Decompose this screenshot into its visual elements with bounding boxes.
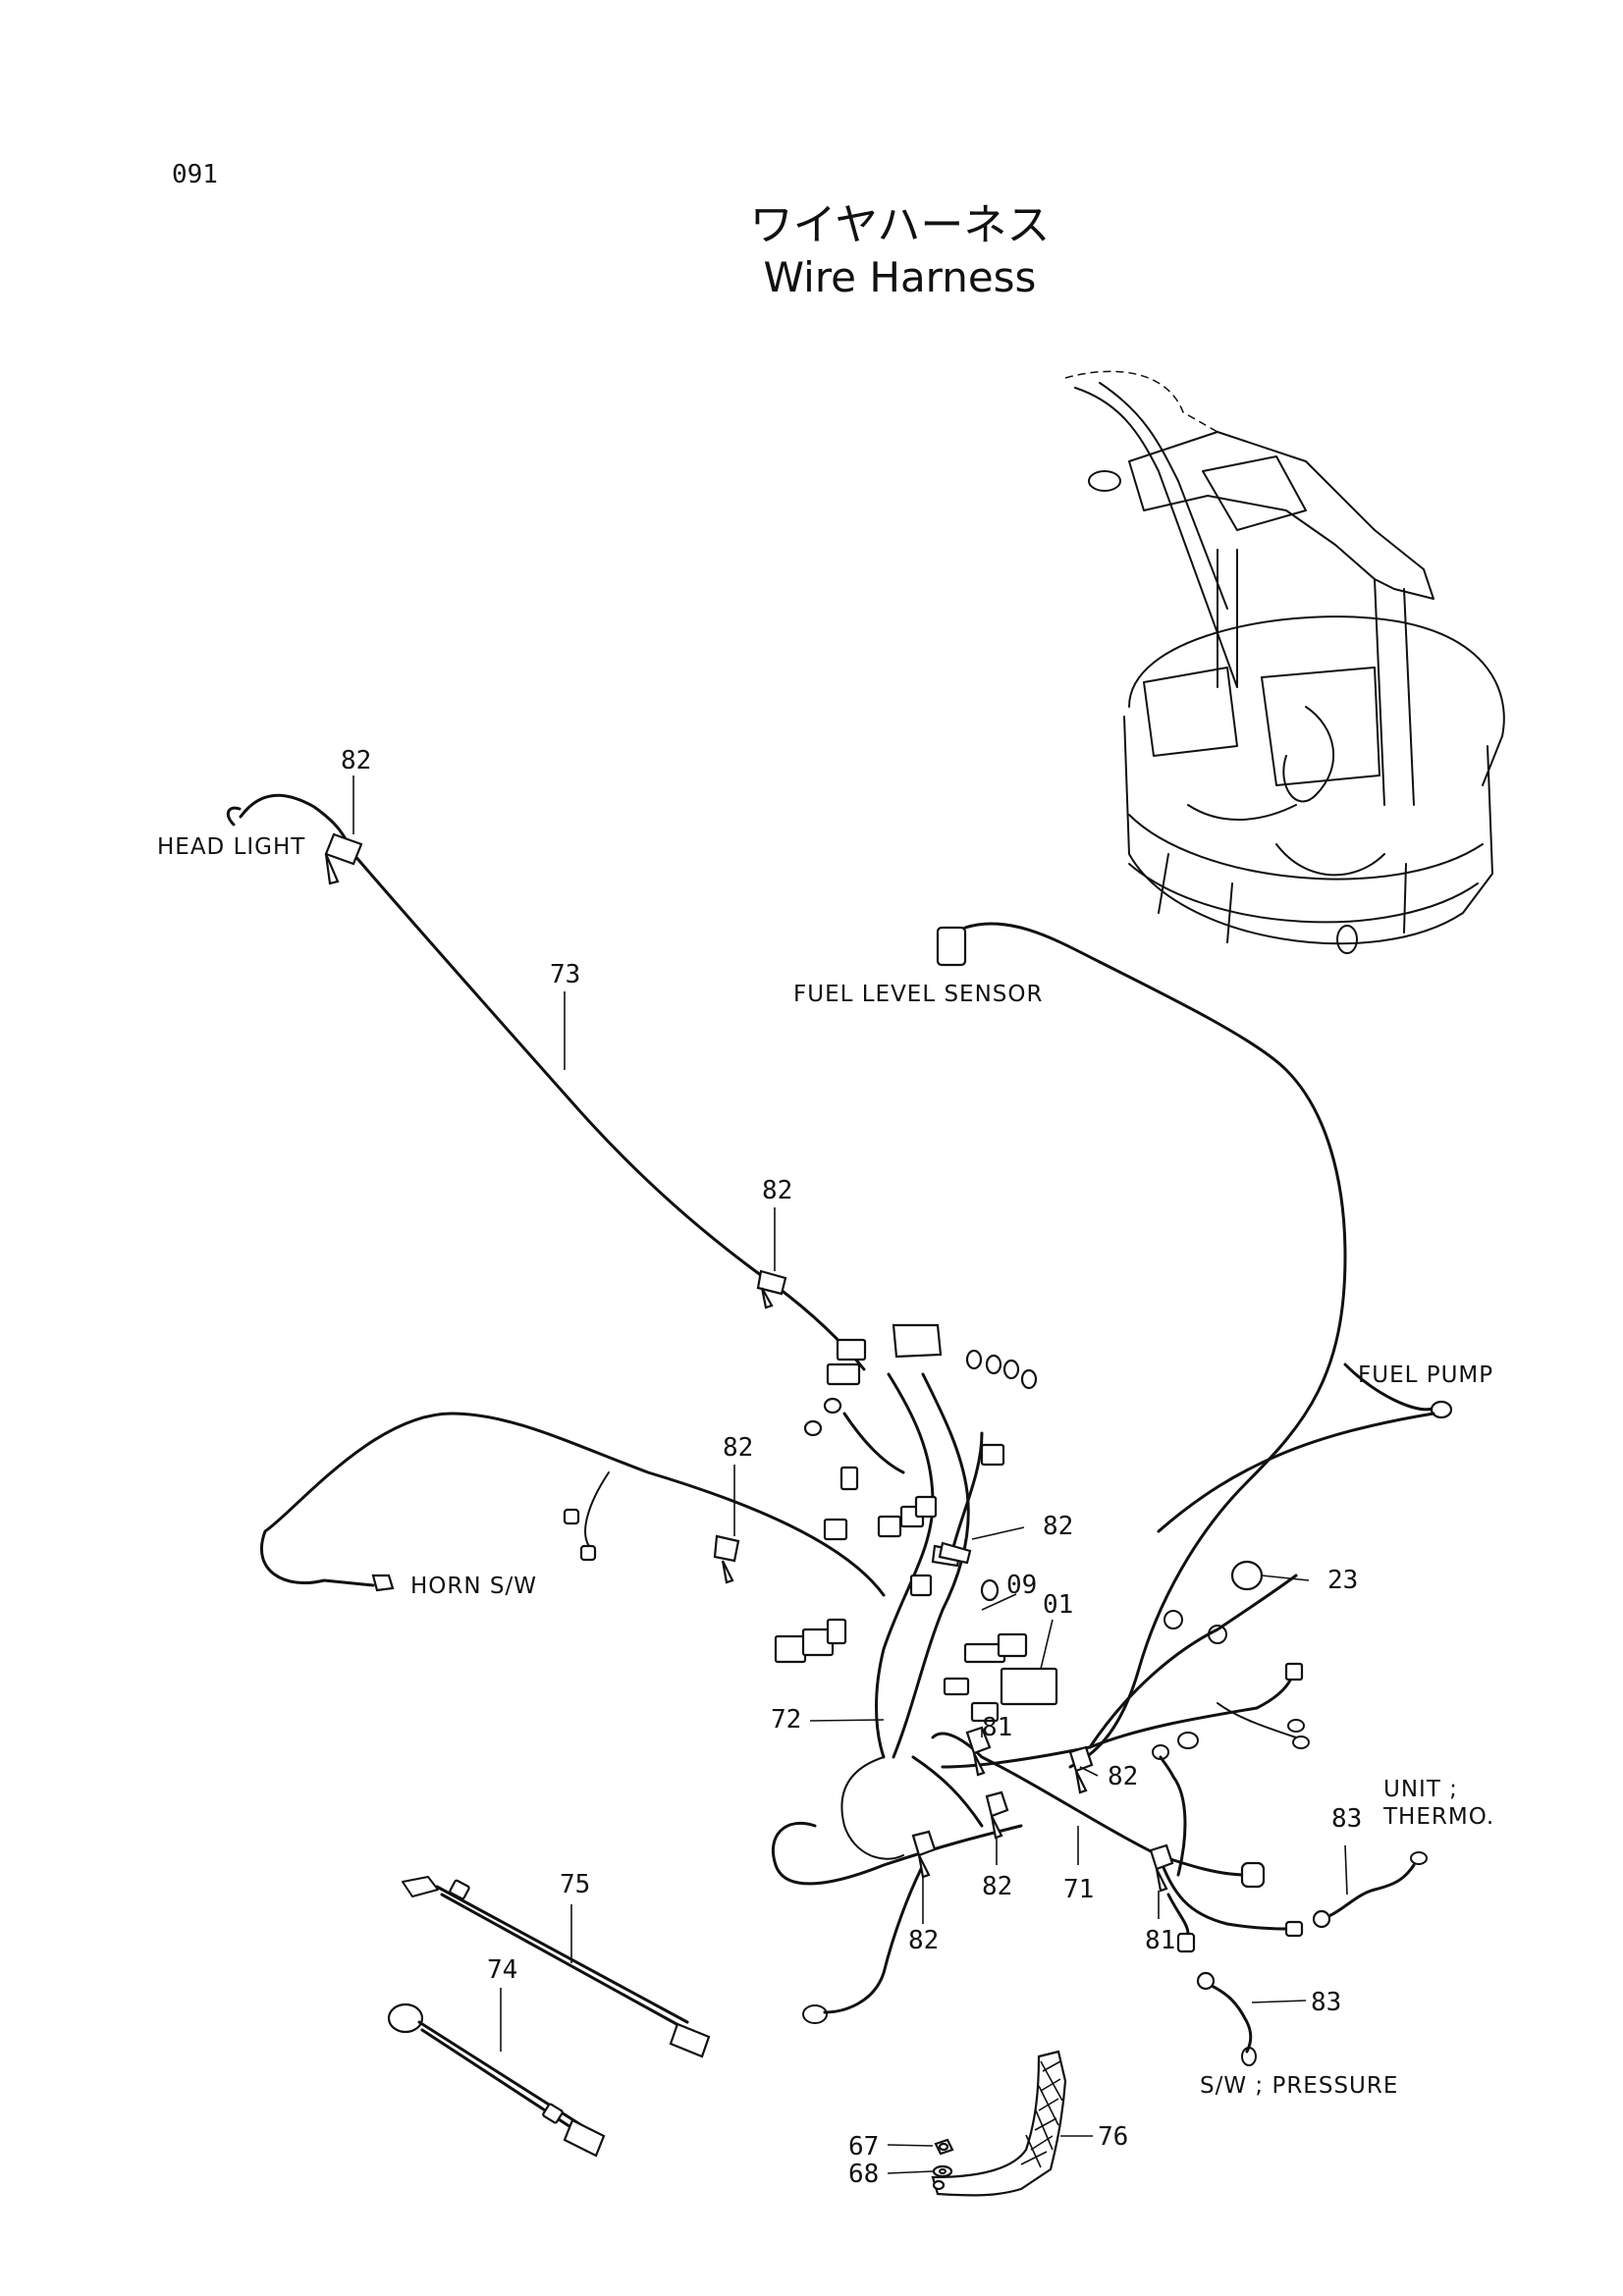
harness-horn: [259, 1412, 886, 1597]
label-unit-thermo-line2: THERMO.: [1383, 1804, 1495, 1830]
harness-73: [226, 793, 866, 1371]
callout-82-right-clip: 82: [1108, 1762, 1139, 1791]
callout-82-upper-clip: 82: [762, 1176, 793, 1205]
label-sw-pressure: S/W ; PRESSURE: [1200, 2073, 1399, 2099]
callout-82-bundle-clip: 82: [1043, 1512, 1074, 1541]
callout-83-thermo: 83: [1331, 1804, 1363, 1834]
callout-82-lower-left: 82: [908, 1926, 940, 1955]
callout-72: 72: [771, 1705, 802, 1735]
bracket-76: [931, 2050, 1067, 2197]
callout-01: 01: [1043, 1590, 1074, 1620]
label-fuel-pump: FUEL PUMP: [1358, 1362, 1494, 1388]
title-english: Wire Harness: [763, 253, 1037, 301]
callout-76: 76: [1098, 2122, 1129, 2152]
callout-74: 74: [487, 1955, 518, 1985]
excavator-overview: [1064, 370, 1505, 954]
callout-81-lower: 81: [1145, 1926, 1176, 1955]
label-horn-sw: HORN S/W: [410, 1574, 537, 1599]
callout-71: 71: [1063, 1875, 1095, 1904]
callout-83-pressure: 83: [1311, 1988, 1342, 2017]
callout-82-head-light-clip: 82: [341, 746, 372, 775]
sensor-leads-83: [1196, 1851, 1428, 2066]
callout-73: 73: [550, 960, 581, 989]
callout-leaders: [352, 775, 1348, 2174]
cable-75: [402, 1876, 711, 2058]
label-head-light: HEAD LIGHT: [157, 834, 306, 860]
callout-82-lower-mid: 82: [982, 1872, 1013, 1901]
callout-81-upper: 81: [982, 1713, 1013, 1742]
harness-fuel: [936, 922, 1453, 1769]
label-unit-thermo-line1: UNIT ;: [1383, 1777, 1458, 1802]
callout-67: 67: [848, 2132, 880, 2162]
harness-72-bundle: [774, 1323, 1058, 1860]
nut-67: [934, 2138, 954, 2156]
title-japanese: ワイヤハーネス: [749, 200, 1051, 250]
harness-71: [771, 1560, 1310, 2024]
callout-23: 23: [1327, 1566, 1359, 1595]
callout-09: 09: [1006, 1571, 1038, 1600]
label-fuel-level-sensor: FUEL LEVEL SENSOR: [793, 982, 1044, 1007]
cable-74: [387, 2002, 606, 2158]
relay-box-01: [1000, 1667, 1058, 1706]
callout-68: 68: [848, 2160, 880, 2189]
callout-75: 75: [560, 1870, 591, 1899]
washer-68: [932, 2164, 953, 2178]
callout-82-horn-clip: 82: [723, 1433, 754, 1463]
page-number: 091: [172, 160, 218, 189]
